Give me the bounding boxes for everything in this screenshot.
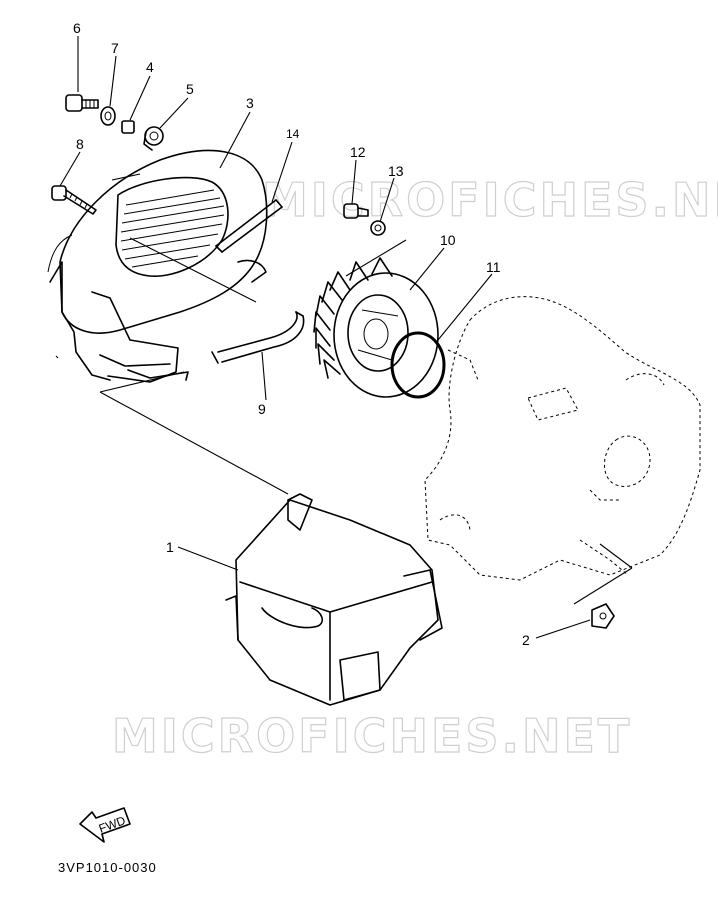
callout-9: 9 <box>258 401 266 417</box>
callout-3: 3 <box>246 95 254 111</box>
part-7-washer <box>100 106 116 126</box>
part-5-grommet <box>143 126 164 151</box>
callout-8: 8 <box>76 136 84 152</box>
callout-6: 6 <box>73 20 81 36</box>
callout-10: 10 <box>440 232 456 248</box>
watermark-bottom: MICROFICHES.NET <box>112 709 632 763</box>
callout-1: 1 <box>166 539 174 555</box>
part-9-hose <box>211 311 305 364</box>
leader-lines <box>55 36 633 639</box>
callout-2: 2 <box>522 632 530 648</box>
diagram-code: 3VP1010-0030 <box>58 860 157 875</box>
callout-14: 14 <box>286 127 300 141</box>
callout-13: 13 <box>388 163 404 179</box>
fwd-arrow-icon: FWD <box>79 807 131 843</box>
part-8-screw <box>51 185 97 215</box>
part-12-bolt <box>343 203 369 219</box>
callout-12: 12 <box>350 144 366 160</box>
callout-4: 4 <box>146 59 154 75</box>
engine-case-outline <box>424 296 701 581</box>
part-2-clip <box>591 603 615 629</box>
callout-5: 5 <box>186 81 194 97</box>
shroud-grille <box>120 189 225 268</box>
callout-11: 11 <box>486 259 501 275</box>
part-13-washer <box>370 220 386 236</box>
part-1-air-shroud <box>225 493 443 706</box>
part-14-hose <box>215 199 283 253</box>
part-4-collar <box>121 120 135 134</box>
part-11-o-ring <box>390 331 446 399</box>
part-10-cooling-fan <box>313 257 439 398</box>
callout-7: 7 <box>111 40 119 56</box>
part-3-fan-shroud <box>47 149 268 383</box>
part-6-bolt <box>65 94 99 112</box>
watermark-top: MICROFICHES.NET <box>262 173 718 227</box>
